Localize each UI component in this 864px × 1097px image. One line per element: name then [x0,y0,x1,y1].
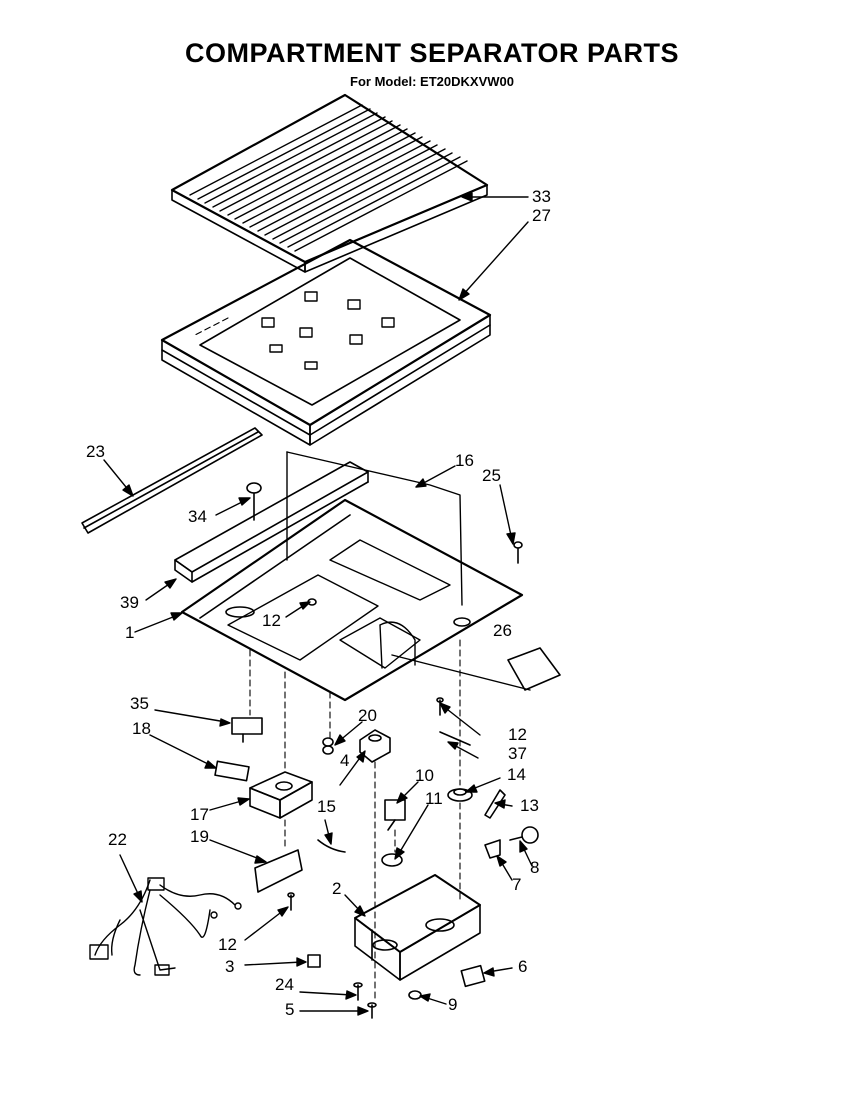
callout-7: 7 [512,875,522,894]
callout-15: 15 [317,797,336,816]
callout-12-b: 12 [508,725,527,744]
part-24-screw [353,982,363,1001]
callout-2: 2 [332,879,342,898]
callout-12-a: 12 [262,611,281,630]
part-1-separator-pan [180,498,524,702]
callout-10: 10 [415,766,434,785]
part-13-shaft [484,789,506,819]
part-39-block [174,461,369,583]
callout-34: 34 [188,507,207,526]
part-26-pad [507,647,561,691]
part-17-housing [249,771,313,819]
part-6-switch [460,964,486,988]
callout-1: 1 [125,623,135,642]
callout-3: 3 [225,957,235,976]
part-19-bracket [254,849,303,893]
callout-20: 20 [358,706,377,725]
callout-12-c: 12 [218,935,237,954]
callout-19: 19 [190,827,209,846]
callout-26: 26 [493,621,512,640]
callout-6: 6 [518,957,528,976]
callout-18: 18 [132,719,151,738]
part-23-strip [81,427,263,534]
part-20-nut [322,737,334,755]
part-7-socket [484,839,501,859]
part-34-grommet [246,482,262,521]
part-15-tube [317,839,346,853]
callout-8: 8 [530,858,540,877]
part-22-wire-harness [89,877,242,976]
part-33-grille [170,93,489,273]
part-8-lamp [509,826,539,844]
part-5-screw [367,1002,377,1019]
callout-4: 4 [340,751,350,770]
page-title: COMPARTMENT SEPARATOR PARTS [184,38,679,68]
callout-22: 22 [108,830,127,849]
part-2-control-housing [354,874,481,981]
callout-27: 27 [532,206,551,225]
callout-23: 23 [86,442,105,461]
part-27-frame [160,238,492,446]
part-37-bracket [439,731,471,746]
callout-5: 5 [285,1000,295,1019]
part-25-screw [513,541,523,564]
part-35-clip [231,717,263,743]
callout-11: 11 [425,789,443,808]
callout-14: 14 [507,765,526,784]
part-18-plate [214,760,250,782]
part-11-knob [381,853,403,867]
callout-25: 25 [482,466,501,485]
part-3-clip [307,954,321,968]
model-subtitle: For Model: ET20DKXVW00 [350,74,514,89]
callout-33: 33 [532,187,551,206]
callout-24: 24 [275,975,294,994]
callout-39: 39 [120,593,139,612]
callout-17: 17 [190,805,209,824]
callout-37: 37 [508,744,527,763]
part-12-screw-c [287,892,295,911]
callout-16: 16 [455,451,474,470]
part-9-button [408,990,422,1000]
part-4-damper [359,729,391,763]
callout-13: 13 [520,796,539,815]
callout-9: 9 [448,995,458,1014]
callout-35: 35 [130,694,149,713]
part-10-thermostat [384,799,406,831]
